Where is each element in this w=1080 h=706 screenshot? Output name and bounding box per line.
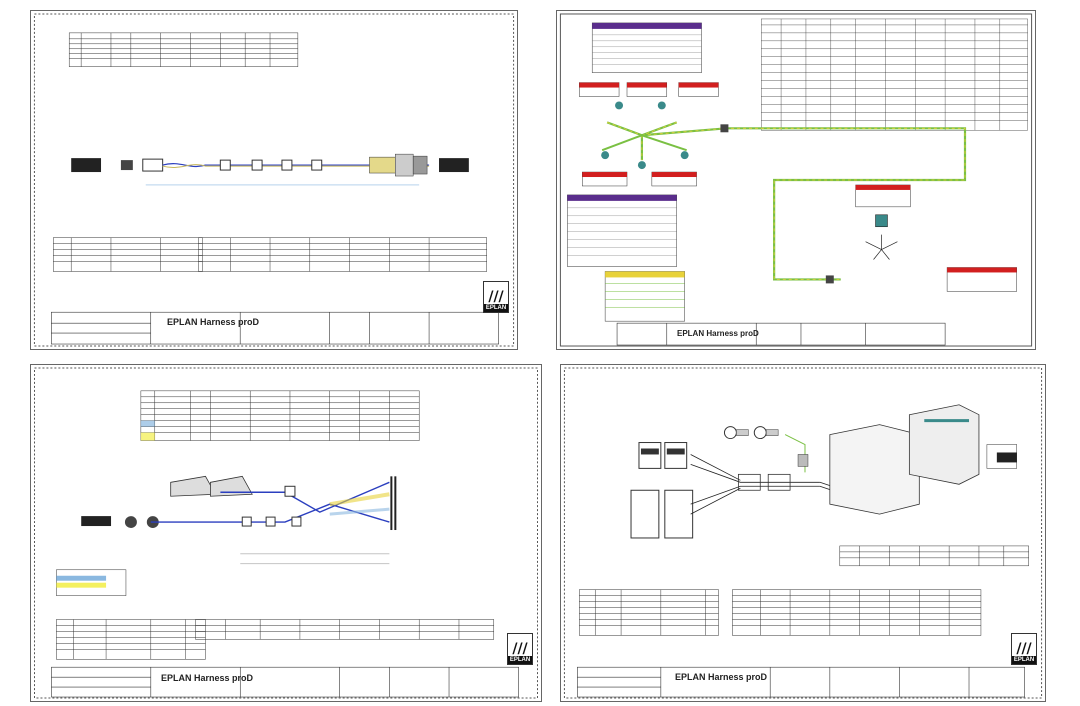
eplan-logo: /// EPLAN bbox=[507, 633, 533, 665]
eplan-logo-mark: /// bbox=[1016, 641, 1032, 657]
sheet-bottom-left-drawing bbox=[34, 367, 538, 699]
eplan-logo-word: EPLAN bbox=[508, 656, 532, 664]
eplan-logo-word: EPLAN bbox=[1012, 656, 1036, 664]
eplan-logo-mark: /// bbox=[512, 641, 528, 657]
eplan-logo: /// EPLAN bbox=[1011, 633, 1037, 665]
title-block-brand: EPLAN Harness proD bbox=[161, 673, 254, 683]
sheet-top-left-drawing bbox=[33, 13, 515, 347]
title-block bbox=[51, 311, 499, 345]
drawing-sheet-bottom-right[interactable]: EPLAN Harness proD /// EPLAN bbox=[560, 364, 1046, 702]
title-block-brand: EPLAN Harness proD bbox=[677, 329, 759, 338]
drawing-sheet-top-left[interactable]: EPLAN Harness proD /// EPLAN bbox=[30, 10, 518, 350]
top-table bbox=[68, 32, 299, 67]
sheet-bottom-right-drawing bbox=[563, 367, 1043, 699]
title-block-brand: EPLAN Harness proD bbox=[675, 672, 768, 682]
harness-assembly bbox=[71, 153, 469, 186]
drawing-sheet-bottom-left[interactable]: EPLAN Harness proD /// EPLAN bbox=[30, 364, 542, 702]
sheet-top-right-drawing bbox=[559, 13, 1033, 347]
eplan-logo-word: EPLAN bbox=[484, 304, 508, 312]
bottom-tables bbox=[53, 237, 487, 272]
eplan-logo-mark: /// bbox=[488, 289, 504, 305]
eplan-logo: /// EPLAN bbox=[483, 281, 509, 313]
drawing-sheet-top-right[interactable]: EPLAN Harness proD bbox=[556, 10, 1036, 350]
title-block-brand: EPLAN Harness proD bbox=[167, 317, 260, 327]
